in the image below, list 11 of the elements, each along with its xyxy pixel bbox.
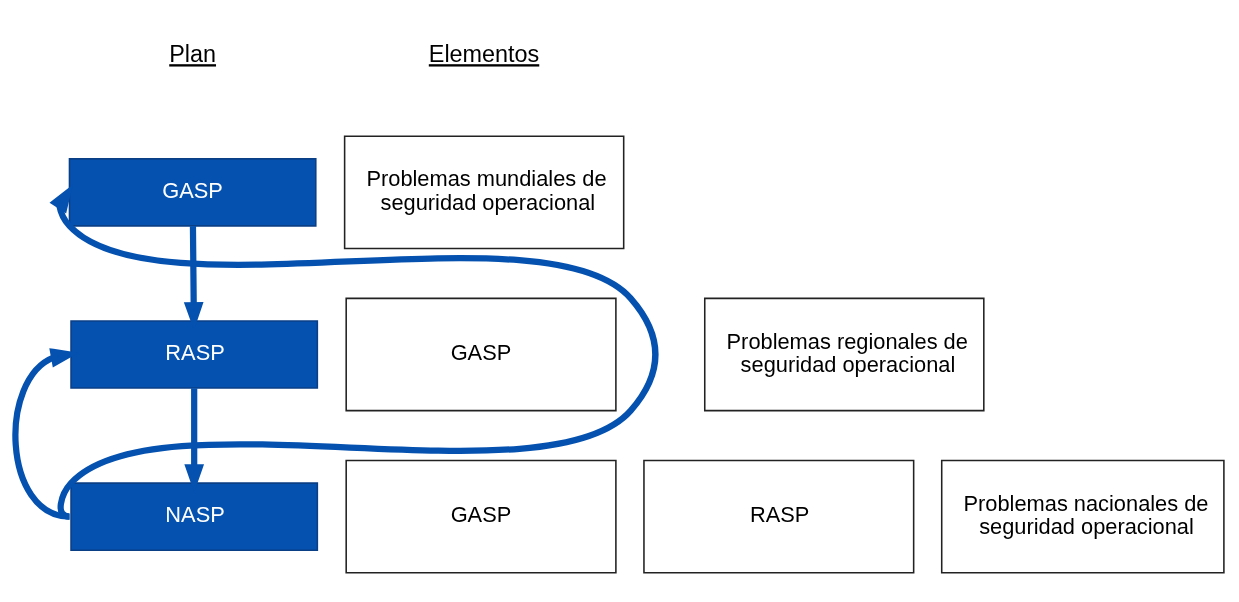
label: Plan <box>169 40 217 67</box>
node-box: Problemas regionales de seguridad operacional <box>703 297 985 411</box>
node-box: Problemas mundiales de seguridad operacional <box>343 134 625 249</box>
label: Elementos <box>428 40 540 67</box>
node-box: GASP <box>345 459 617 574</box>
node-box: GASP <box>345 297 617 411</box>
node-box: RASP <box>70 319 319 389</box>
node-box: RASP <box>643 459 915 574</box>
node-box: Problemas nacionales de seguridad operacional <box>940 459 1225 574</box>
node-box: NASP <box>70 481 319 551</box>
node-box: GASP <box>68 157 317 227</box>
